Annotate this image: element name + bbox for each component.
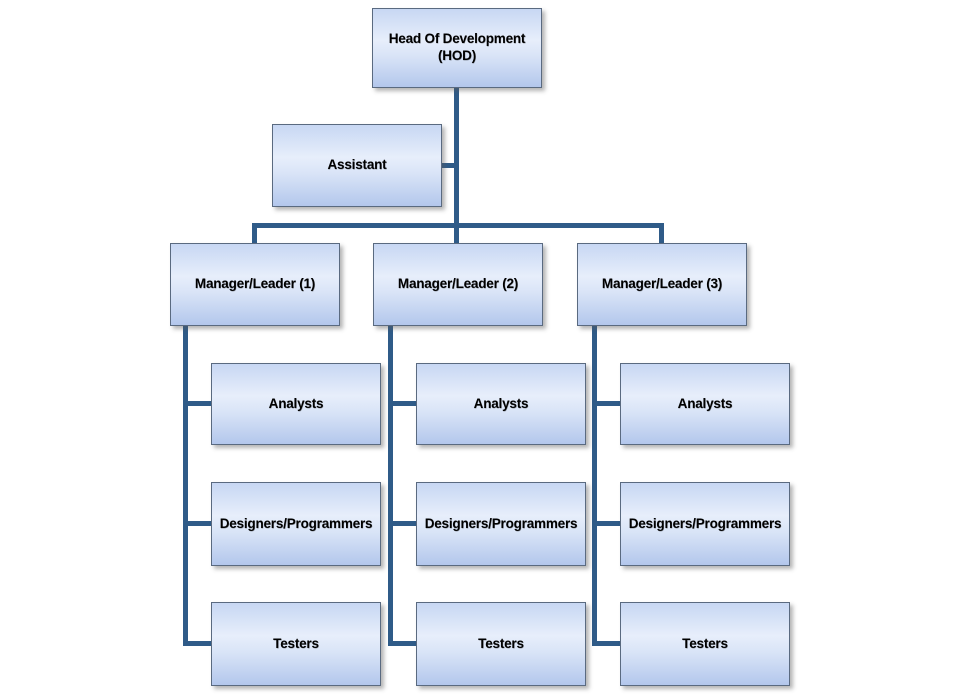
node-col1-designers-programmers-label: Designers/Programmers: [219, 515, 373, 531]
node-col1-designers-programmers: Designers/Programmers: [211, 482, 381, 566]
node-col2-testers-label: Testers: [478, 635, 524, 651]
node-col2-testers: Testers: [416, 602, 586, 686]
node-col3-analysts-label: Analysts: [677, 395, 733, 411]
node-col2-analysts-label: Analysts: [473, 395, 529, 411]
node-assistant-label: Assistant: [327, 157, 387, 173]
node-col3-designers-programmers: Designers/Programmers: [620, 482, 790, 566]
node-manager-1-label: Manager/Leader (1): [194, 276, 316, 292]
node-col1-testers-label: Testers: [273, 635, 319, 651]
connector-col2-analysts: [388, 401, 417, 406]
connector-col3-vertical: [592, 326, 597, 646]
connector-drop-manager-3: [659, 223, 664, 243]
connector-col1-designers: [183, 521, 212, 526]
node-manager-3-label: Manager/Leader (3): [601, 276, 723, 292]
node-col3-designers-programmers-label: Designers/Programmers: [628, 515, 782, 531]
node-col1-analysts: Analysts: [211, 363, 381, 445]
connector-col1-testers: [183, 641, 212, 646]
node-col3-testers-label: Testers: [682, 635, 728, 651]
connector-col1-analysts: [183, 401, 212, 406]
node-assistant: Assistant: [272, 124, 442, 207]
node-hod-label: Head Of Development (HOD): [388, 31, 526, 63]
connector-col2-testers: [388, 641, 417, 646]
connector-drop-manager-1: [252, 223, 257, 243]
node-manager-3: Manager/Leader (3): [577, 243, 747, 326]
node-col3-testers: Testers: [620, 602, 790, 686]
connector-col3-analysts: [592, 401, 621, 406]
connector-col2-vertical: [388, 326, 393, 646]
connector-assistant-stub: [441, 163, 458, 168]
connector-col1-vertical: [183, 326, 188, 646]
node-col3-analysts: Analysts: [620, 363, 790, 445]
node-manager-1: Manager/Leader (1): [170, 243, 340, 326]
node-manager-2-label: Manager/Leader (2): [397, 276, 519, 292]
connector-col3-testers: [592, 641, 621, 646]
node-manager-2: Manager/Leader (2): [373, 243, 543, 326]
connector-col2-designers: [388, 521, 417, 526]
node-col1-testers: Testers: [211, 602, 381, 686]
node-col1-analysts-label: Analysts: [268, 395, 324, 411]
connector-col3-designers: [592, 521, 621, 526]
node-col2-analysts: Analysts: [416, 363, 586, 445]
node-col2-designers-programmers: Designers/Programmers: [416, 482, 586, 566]
node-hod: Head Of Development (HOD): [372, 8, 542, 88]
node-col2-designers-programmers-label: Designers/Programmers: [424, 515, 578, 531]
connector-managers-rail: [252, 223, 664, 228]
